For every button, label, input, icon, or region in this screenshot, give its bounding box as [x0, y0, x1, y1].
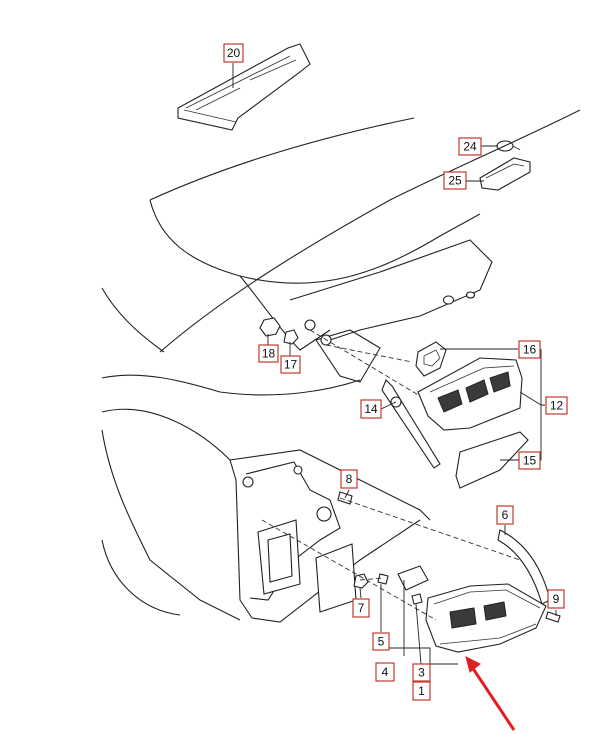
part-3-screw — [411, 593, 423, 605]
callout-17: 17 — [280, 355, 301, 374]
vehicle-body-outline — [101, 109, 581, 623]
callout-8: 8 — [340, 469, 358, 489]
callout-5: 5 — [372, 632, 390, 651]
callout-14-label: 14 — [364, 402, 378, 416]
callout-20: 20 — [223, 43, 244, 63]
callout-18-label: 18 — [262, 347, 276, 361]
callout-4-label: 4 — [382, 665, 389, 679]
part-1-outer-tail-light — [425, 583, 547, 653]
part-5-screw — [377, 573, 389, 585]
highlight-arrow — [465, 656, 516, 731]
callout-9: 9 — [547, 589, 565, 609]
part-7-nut — [353, 573, 369, 589]
callout-3-label: 3 — [418, 666, 425, 680]
part-17-clip — [283, 329, 299, 345]
part-20-brake-light — [177, 43, 311, 131]
part-4-bracket — [397, 565, 429, 591]
callout-6-label: 6 — [502, 508, 509, 522]
callout-12: 12 — [545, 396, 568, 415]
callout-15-label: 15 — [523, 454, 537, 468]
callout-7: 7 — [352, 598, 370, 618]
part-16-seal — [415, 341, 447, 377]
callout-9-label: 9 — [553, 592, 560, 606]
part-18-nut — [259, 317, 281, 337]
callout-1: 1 — [412, 681, 431, 701]
callout-24: 24 — [458, 137, 482, 156]
callout-17-label: 17 — [284, 358, 298, 372]
part-9-screw — [545, 611, 561, 623]
callout-3: 3 — [412, 663, 431, 682]
callout-25: 25 — [443, 171, 467, 190]
part-12-inner-tail-light — [417, 357, 523, 431]
callout-12-label: 12 — [550, 399, 564, 413]
callout-16-label: 16 — [523, 343, 537, 357]
callout-25-label: 25 — [448, 174, 462, 188]
part-25-license-lamp — [479, 157, 531, 191]
callout-1-label: 1 — [418, 684, 425, 698]
part-15-cover — [455, 431, 529, 489]
callout-labels: 20 24 25 16 18 17 12 14 — [223, 43, 568, 701]
callout-6: 6 — [496, 505, 514, 525]
callout-7-label: 7 — [358, 601, 365, 615]
callout-14: 14 — [360, 399, 382, 419]
callout-18: 18 — [258, 344, 279, 363]
callout-16: 16 — [518, 340, 541, 359]
callout-4: 4 — [375, 662, 395, 682]
callout-8-label: 8 — [346, 472, 353, 486]
callout-15: 15 — [518, 451, 541, 470]
callout-5-label: 5 — [378, 635, 385, 649]
assembly-lines — [261, 329, 521, 621]
callout-20-label: 20 — [227, 46, 241, 60]
callout-24-label: 24 — [463, 140, 477, 154]
